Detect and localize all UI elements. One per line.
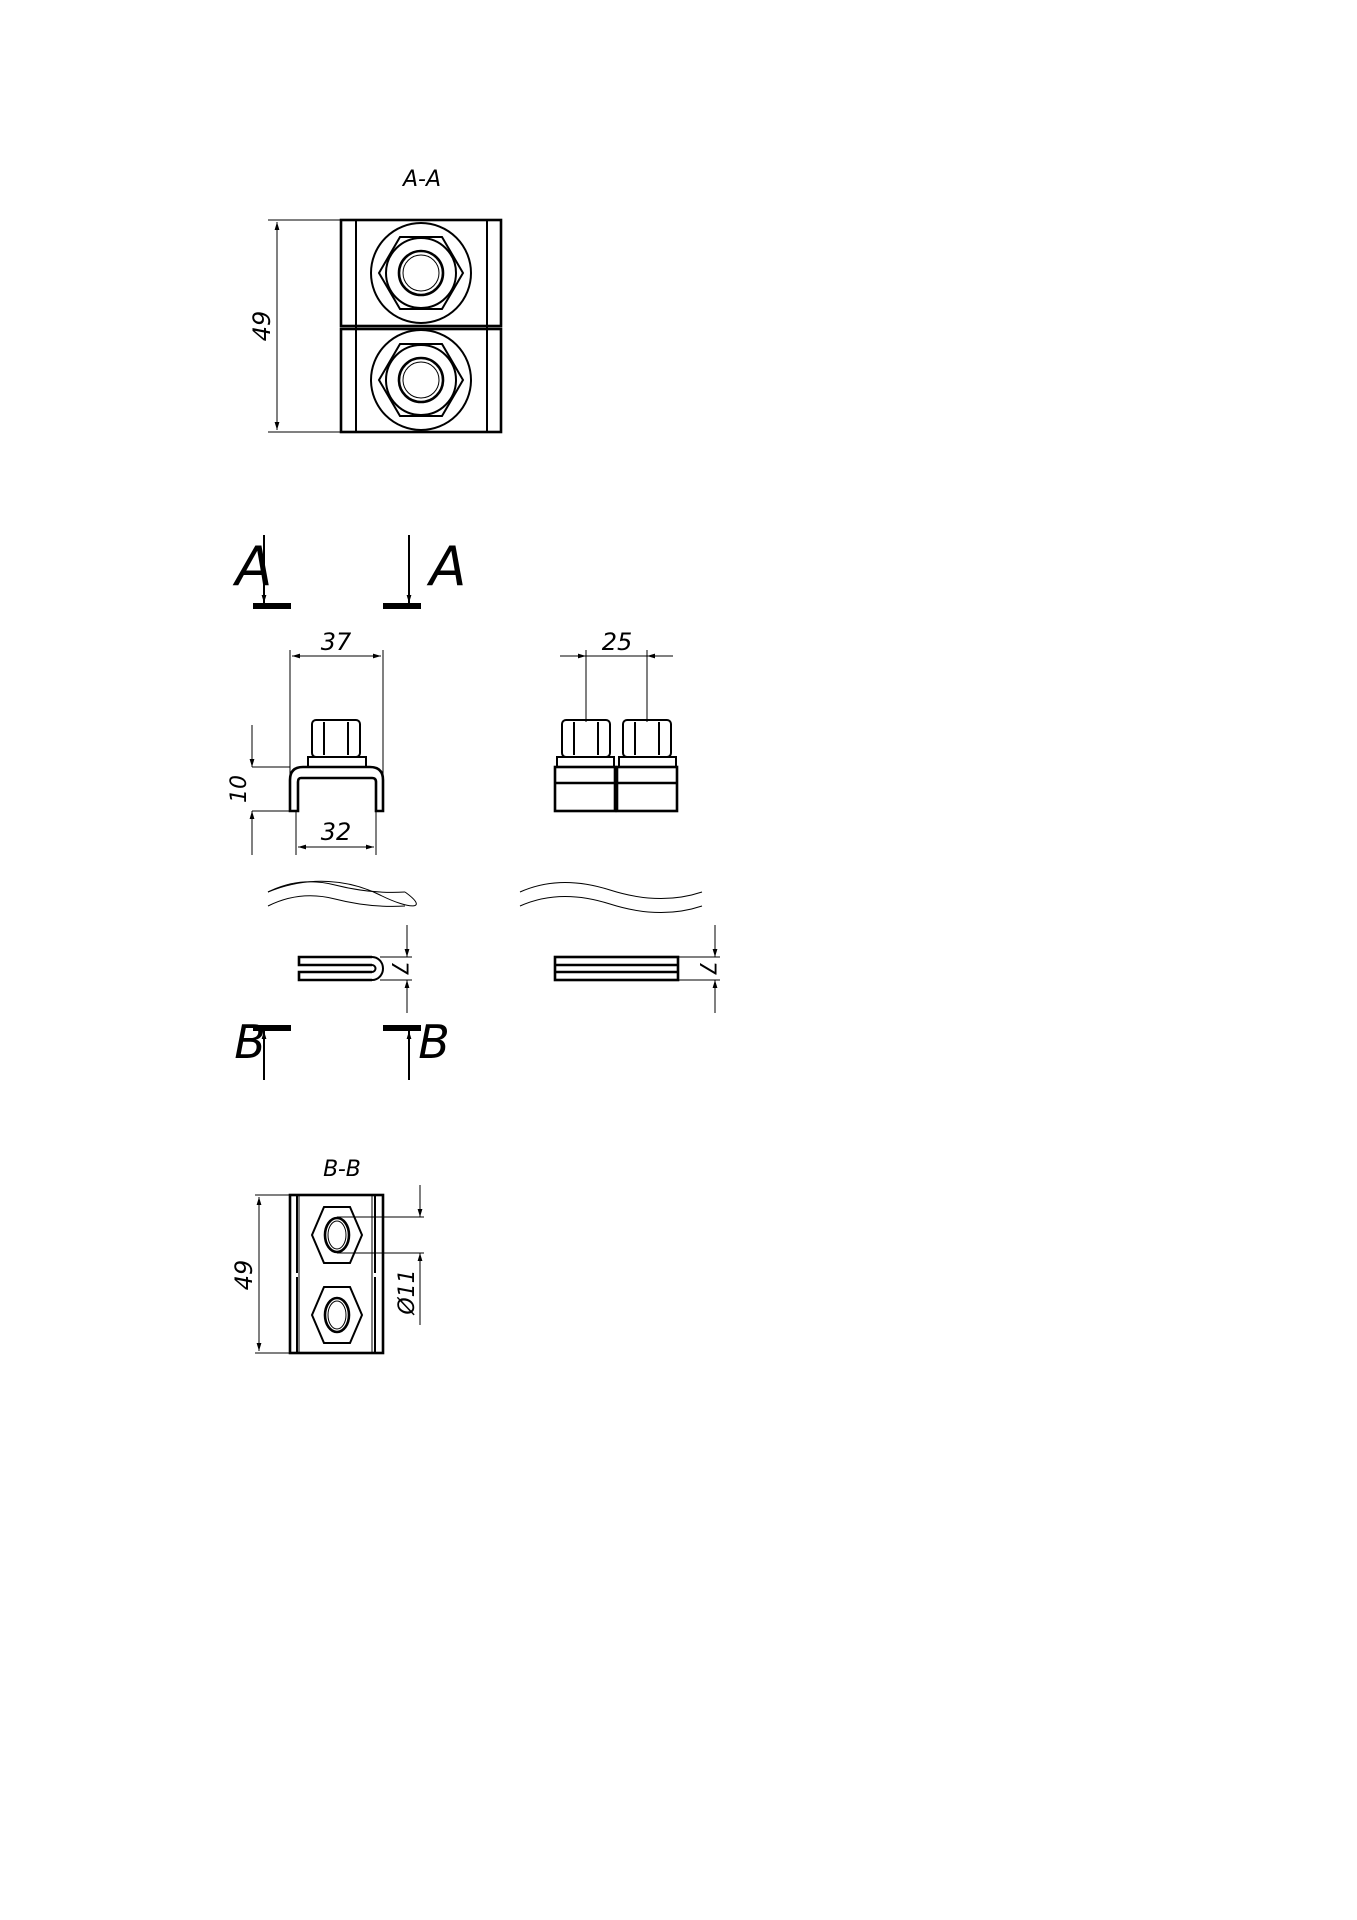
- strip-section-left: 7: [297, 925, 412, 1013]
- svg-text:7: 7: [386, 961, 411, 975]
- bolt-top-2: [369, 328, 473, 432]
- section-aa-view: A-A 49: [248, 167, 503, 434]
- svg-text:B: B: [234, 1015, 266, 1069]
- bolt-top-1: [369, 221, 473, 325]
- section-bb-view: B-B 49 Ø11: [230, 1157, 424, 1355]
- hole-dimension: Ø11: [337, 1185, 424, 1325]
- height-dimension-10: 10: [227, 725, 290, 855]
- section-mark-b: B B: [234, 1015, 450, 1080]
- thickness-dimension-7-right: 7: [678, 925, 720, 1013]
- svg-text:25: 25: [602, 628, 633, 656]
- break-lines: [267, 880, 703, 913]
- spacing-dimension-25: 25: [560, 628, 673, 722]
- svg-text:B: B: [418, 1015, 450, 1069]
- width-dimension-32: 32: [295, 811, 377, 855]
- thickness-dimension-7-left: 7: [380, 925, 412, 1013]
- front-view: 37 10 32: [227, 628, 385, 855]
- svg-text:Ø11: Ø11: [395, 1269, 420, 1315]
- svg-text:A: A: [233, 535, 273, 598]
- nut-top: [310, 1205, 364, 1265]
- strip-section-right: 7: [553, 925, 720, 1013]
- svg-text:A: A: [427, 535, 467, 598]
- svg-text:7: 7: [694, 961, 719, 975]
- side-view: 25: [553, 628, 679, 813]
- section-aa-title: A-A: [401, 167, 441, 192]
- svg-text:37: 37: [321, 628, 352, 656]
- svg-text:10: 10: [227, 775, 252, 803]
- section-bb-title: B-B: [323, 1157, 361, 1182]
- svg-text:32: 32: [321, 818, 352, 846]
- svg-text:49: 49: [230, 1260, 258, 1291]
- nut-bottom: [310, 1285, 364, 1345]
- section-mark-a: A A: [233, 535, 467, 609]
- height-dimension-aa: 49: [248, 219, 341, 433]
- width-dimension-37: 37: [289, 628, 384, 811]
- height-dimension-bb: 49: [230, 1194, 290, 1354]
- svg-text:49: 49: [248, 311, 276, 342]
